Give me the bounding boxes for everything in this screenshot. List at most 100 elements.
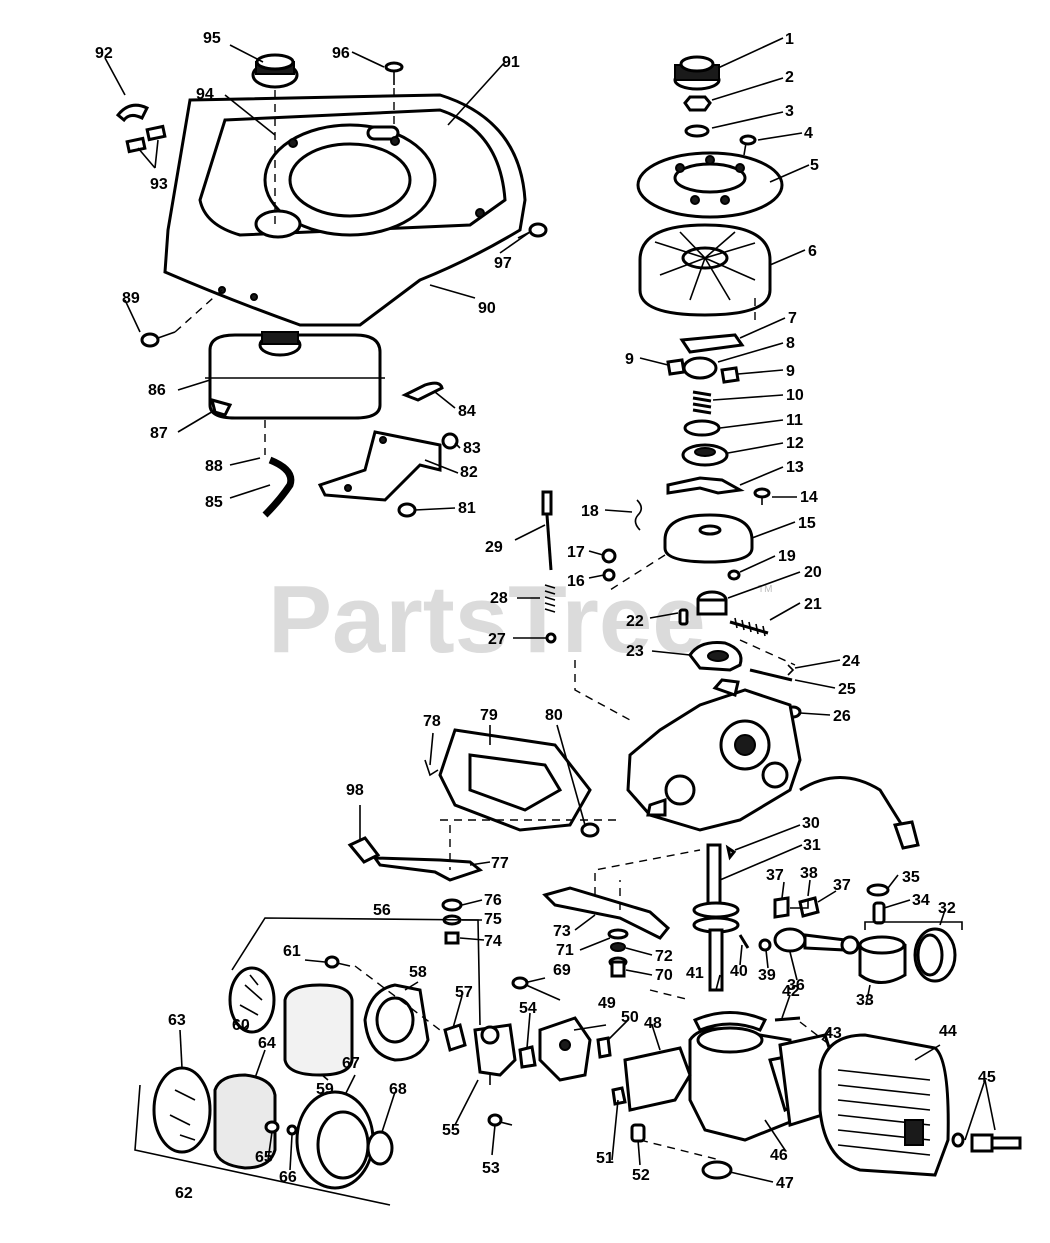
pin-42-part: [774, 1016, 801, 1022]
part-number-label: 9: [625, 351, 634, 368]
screw-96-part: [384, 61, 404, 85]
part-number-label: 57: [455, 984, 473, 1001]
part-number-label: 90: [478, 300, 496, 317]
part-number-label: 42: [782, 983, 800, 1000]
reed-50-part: [596, 1036, 612, 1059]
part-number-label: 97: [494, 255, 512, 272]
part-number-label: 54: [519, 1000, 537, 1017]
piston-rings-part: [913, 927, 957, 983]
part-number-label: 79: [480, 707, 498, 724]
gasket-41b-part: [692, 1011, 768, 1032]
part-number-label: 22: [626, 613, 644, 630]
part-number-label: 61: [283, 943, 301, 960]
part-number-label: 76: [484, 892, 502, 909]
part-number-label: 11: [786, 412, 803, 429]
part-number-label: 49: [598, 995, 616, 1012]
part-number-label: 41: [686, 965, 704, 982]
part-number-label: 52: [632, 1167, 650, 1184]
part-number-label: 13: [786, 459, 804, 476]
spring-21-part: [729, 617, 769, 637]
plate-7-part: [679, 333, 745, 354]
rope-18-part: [634, 499, 643, 531]
part-number-label: 46: [770, 1147, 788, 1164]
carburetor-part: [473, 1023, 517, 1085]
part-number-label: 37: [766, 867, 784, 884]
leader-dash: [574, 660, 631, 721]
nut-72-part: [610, 942, 626, 952]
part-number-label: 10: [786, 387, 804, 404]
leader-dash: [739, 639, 796, 666]
part-number-label: 36: [787, 977, 805, 994]
cylinder-shroud-part: [818, 1033, 950, 1177]
part-number-label: 89: [122, 290, 140, 307]
part-number-label: 44: [939, 1023, 957, 1040]
reed-plate-part: [538, 1016, 592, 1082]
screw-65-part: [264, 1120, 280, 1134]
group-bracket-62: [134, 1084, 391, 1206]
leader-dash: [609, 554, 666, 591]
part-number-label: 2: [785, 69, 794, 86]
fuel-line-part: [262, 456, 295, 518]
pin-34-part: [872, 901, 886, 925]
clip-24-part: [787, 664, 795, 676]
washer-27-part: [545, 632, 557, 644]
bearing-37a-part: [773, 896, 790, 919]
part-number-label: 9: [786, 363, 795, 380]
part-number-label: 26: [833, 708, 851, 725]
washer-71-part: [607, 928, 629, 940]
part-number-label: 82: [460, 464, 478, 481]
fuel-tank-part: [205, 331, 385, 420]
deflector-79-part: [438, 728, 592, 832]
part-number-label: 67: [342, 1055, 360, 1072]
screw-4-part: [739, 134, 757, 156]
part-number-label: 38: [800, 865, 818, 882]
part-number-label: 84: [458, 403, 476, 420]
flywheel-screen-part: [636, 151, 784, 219]
screw-89-part: [140, 331, 176, 348]
part-number-label: 30: [802, 815, 820, 832]
part-number-labels: 1 2 3 4 5 6 7 8 9 9 10 11 12 13 14 15 16…: [95, 30, 996, 1202]
part-number-label: 4: [804, 125, 813, 142]
part-number-label: 75: [484, 911, 502, 928]
part-number-label: 78: [423, 713, 441, 730]
screw-70-part: [608, 956, 628, 978]
bushing-80-part: [580, 822, 600, 838]
group-bracket-56: [231, 917, 481, 1026]
spring-10-part: [692, 390, 712, 415]
part-number-label: 80: [545, 707, 563, 724]
part-number-label: 86: [148, 382, 166, 399]
crankshaft-part: [692, 843, 740, 992]
clip-84-part: [401, 381, 444, 402]
part-number-label: 98: [346, 782, 364, 799]
part-number-label: 47: [776, 1175, 794, 1192]
part-number-label: 33: [856, 992, 874, 1009]
part-number-label: 37: [833, 877, 851, 894]
part-number-label: 50: [621, 1009, 639, 1026]
part-number-label: 62: [175, 1185, 193, 1202]
crankcase-part: [626, 678, 920, 850]
part-number-label: 34: [912, 892, 930, 909]
ring-39-part: [758, 938, 772, 952]
part-number-label: 94: [196, 86, 214, 103]
pulley-12-part: [681, 443, 729, 467]
part-number-label: 25: [838, 681, 856, 698]
part-number-label: 96: [332, 45, 350, 62]
part-number-label: 51: [596, 1150, 614, 1167]
retainer-13-part: [666, 476, 745, 495]
watermark-text: PartsTree: [268, 566, 706, 673]
group-bracket-32: [864, 921, 963, 930]
part-number-label: 40: [730, 963, 748, 980]
part-number-label: 63: [168, 1012, 186, 1029]
spark-plug-part: [951, 1132, 1022, 1153]
part-number-label: 77: [491, 855, 509, 872]
part-number-label: 5: [810, 157, 819, 174]
part-number-label: 8: [786, 335, 795, 352]
part-number-label: 73: [553, 923, 571, 940]
washer-16-part: [602, 568, 616, 582]
connecting-rod-part: [773, 927, 860, 955]
pin-78-part: [424, 759, 439, 777]
reed-51-part: [611, 1086, 627, 1106]
needle-valve-part: [541, 490, 556, 613]
control-lever-77-part: [372, 856, 484, 882]
